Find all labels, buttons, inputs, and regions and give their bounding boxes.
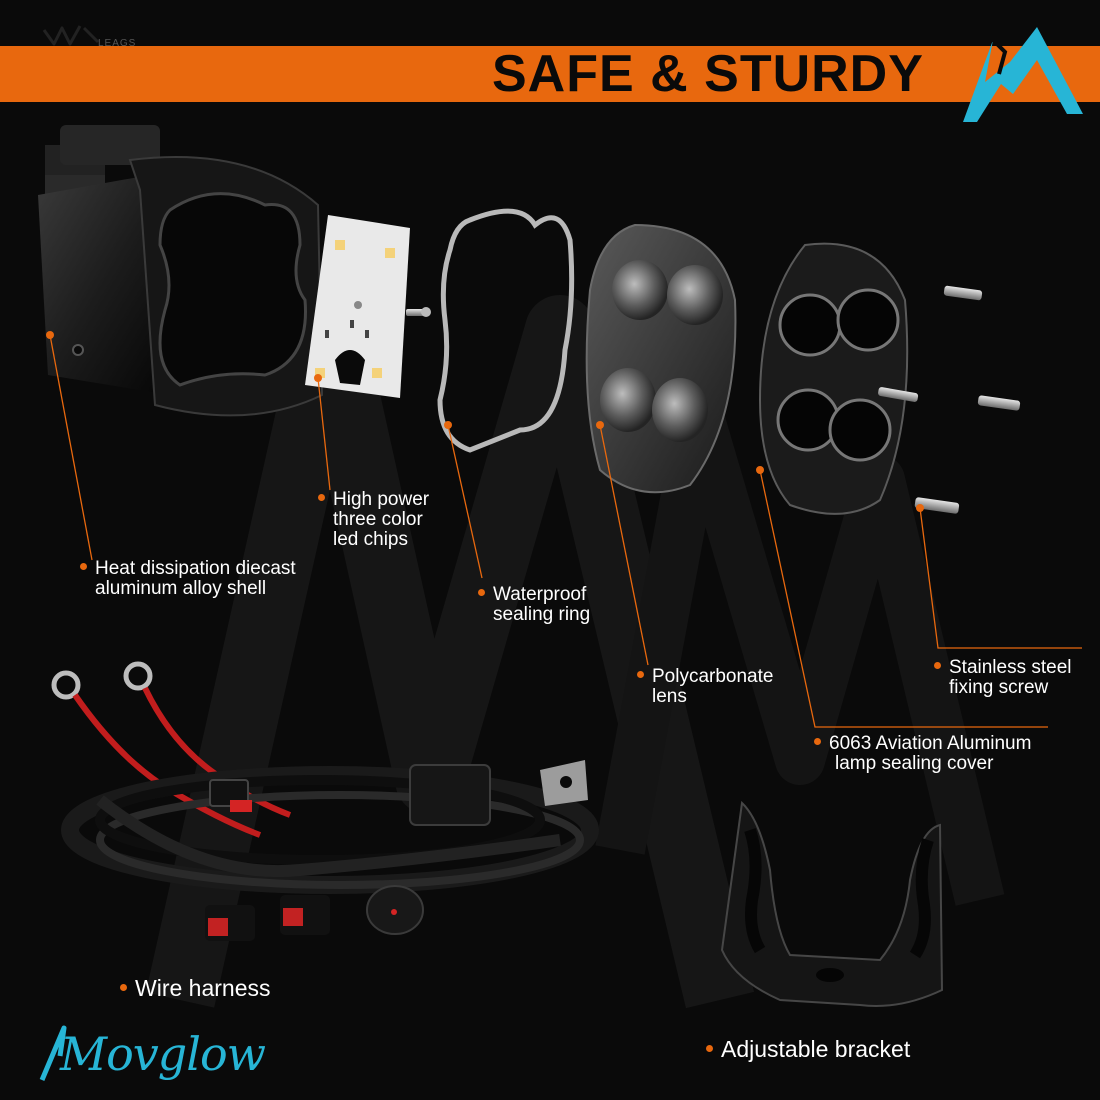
brand-mark-icon (42, 25, 100, 46)
leader-lines (46, 331, 1082, 728)
label-harness: Wire harness (120, 976, 270, 1000)
small-screw (406, 307, 431, 317)
m-logo-icon (963, 27, 1083, 122)
sealing-ring (437, 208, 575, 453)
label-lens: Polycarbonate lens (637, 667, 773, 707)
sealing-cover (758, 242, 909, 515)
adjustable-bracket (720, 800, 944, 1007)
label-led-chips: High power three color led chips (318, 490, 429, 550)
bullet-icon (318, 494, 325, 502)
bullet-icon (120, 984, 127, 992)
corner-logo-text: LEAGS (98, 38, 137, 49)
wire-harness (51, 661, 599, 941)
bullet-icon (934, 662, 941, 670)
bullet-icon (637, 671, 644, 679)
bullet-icon (814, 738, 821, 746)
label-heat-shell: Heat dissipation diecast aluminum alloy … (80, 559, 296, 599)
brand-name: Movglow (60, 1027, 266, 1081)
bullet-icon (80, 563, 87, 571)
label-screw: Stainless steel fixing screw (934, 658, 1072, 698)
bullet-icon (706, 1045, 713, 1053)
polycarbonate-lens (585, 223, 737, 494)
label-bracket: Adjustable bracket (706, 1037, 910, 1061)
bullet-icon (478, 589, 485, 597)
brand-swoosh-icon (39, 1025, 67, 1081)
label-sealing-ring: Waterproof sealing ring (478, 585, 590, 625)
led-board (305, 215, 410, 398)
title-banner (0, 46, 1100, 102)
page-title: SAFE & STURDY (492, 45, 924, 103)
steel-screws (878, 285, 1021, 514)
label-cover: 6063 Aviation Aluminum lamp sealing cove… (814, 734, 1031, 774)
housing-shell (38, 125, 324, 417)
